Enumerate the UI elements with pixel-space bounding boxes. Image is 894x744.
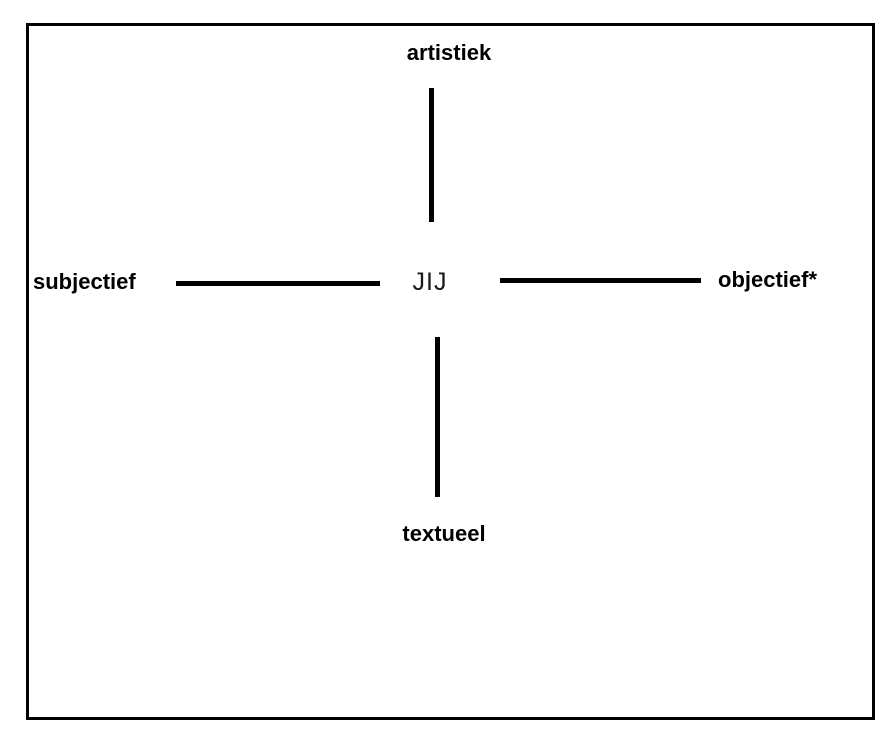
vertical-axis-line-top [429,88,434,222]
diagram-frame [26,23,875,720]
axis-label-objectief: objectief* [718,267,818,292]
axis-label-artistiek: artistiek [406,40,492,65]
axis-label-textueel: textueel [402,521,486,546]
horizontal-axis-line-right [500,278,701,283]
axis-label-subjectief: subjectief [33,269,136,294]
vertical-axis-line-bottom [435,337,440,497]
horizontal-axis-line-left [176,281,380,286]
center-label-jij: JIJ [412,268,448,296]
